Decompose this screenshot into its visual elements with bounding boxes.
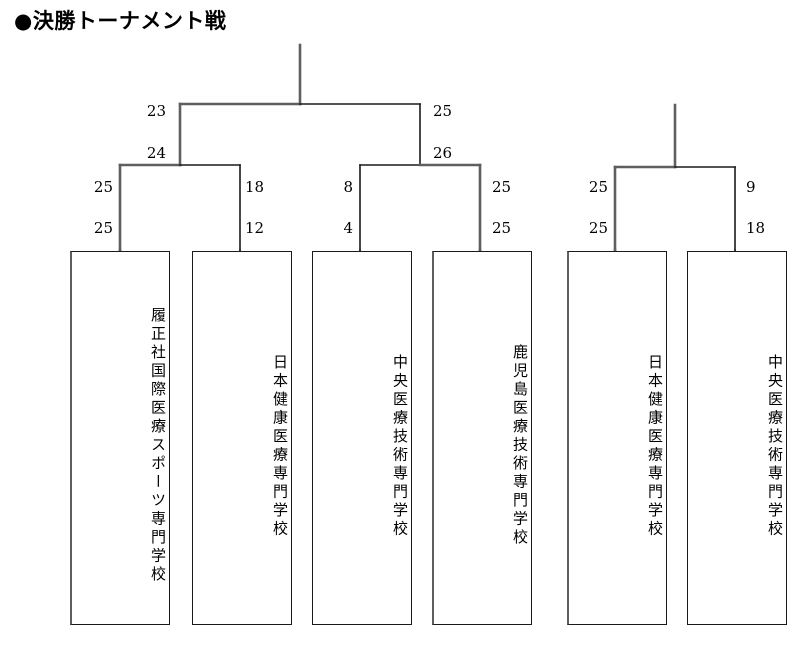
score-final-right-set1: 25 <box>433 102 453 120</box>
score-third-place-left-set2: 25 <box>588 219 608 237</box>
score-sf2-left-set2: 4 <box>343 219 353 237</box>
score-final-left-set1: 23 <box>146 102 166 120</box>
score-sf2-right-set2: 25 <box>492 219 512 237</box>
score-third-place-right-set2: 18 <box>746 219 766 237</box>
team-name-4: 鹿児島医療技術専門学校 <box>511 344 529 548</box>
score-sf1-left-set2: 25 <box>93 219 113 237</box>
score-sf2-right-set1: 25 <box>492 178 512 196</box>
team-name-2: 日本健康医療専門学校 <box>271 353 289 539</box>
team-box-5[interactable]: 日本健康医療専門学校 <box>567 251 667 625</box>
score-sf2-left-set1: 8 <box>343 178 353 196</box>
score-sf1-right-set1: 18 <box>245 178 265 196</box>
team-box-4[interactable]: 鹿児島医療技術専門学校 <box>432 251 532 625</box>
score-final-left-set2: 24 <box>146 144 166 162</box>
team-box-2[interactable]: 日本健康医療専門学校 <box>192 251 292 625</box>
team-name-6: 中央医療技術専門学校 <box>766 353 784 539</box>
team-name-1: 履正社国際医療スポーツ専門学校 <box>149 307 167 585</box>
score-sf1-left-set1: 25 <box>93 178 113 196</box>
score-third-place-left-set1: 25 <box>588 178 608 196</box>
page-title: ●決勝トーナメント戦 <box>14 9 227 33</box>
score-third-place-right-set1: 9 <box>746 178 756 196</box>
team-name-5: 日本健康医療専門学校 <box>646 353 664 539</box>
team-box-6[interactable]: 中央医療技術専門学校 <box>687 251 787 625</box>
team-name-3: 中央医療技術専門学校 <box>391 353 409 539</box>
score-final-right-set2: 26 <box>433 144 453 162</box>
score-sf1-right-set2: 12 <box>245 219 265 237</box>
team-box-1[interactable]: 履正社国際医療スポーツ専門学校 <box>70 251 170 625</box>
team-box-3[interactable]: 中央医療技術専門学校 <box>312 251 412 625</box>
